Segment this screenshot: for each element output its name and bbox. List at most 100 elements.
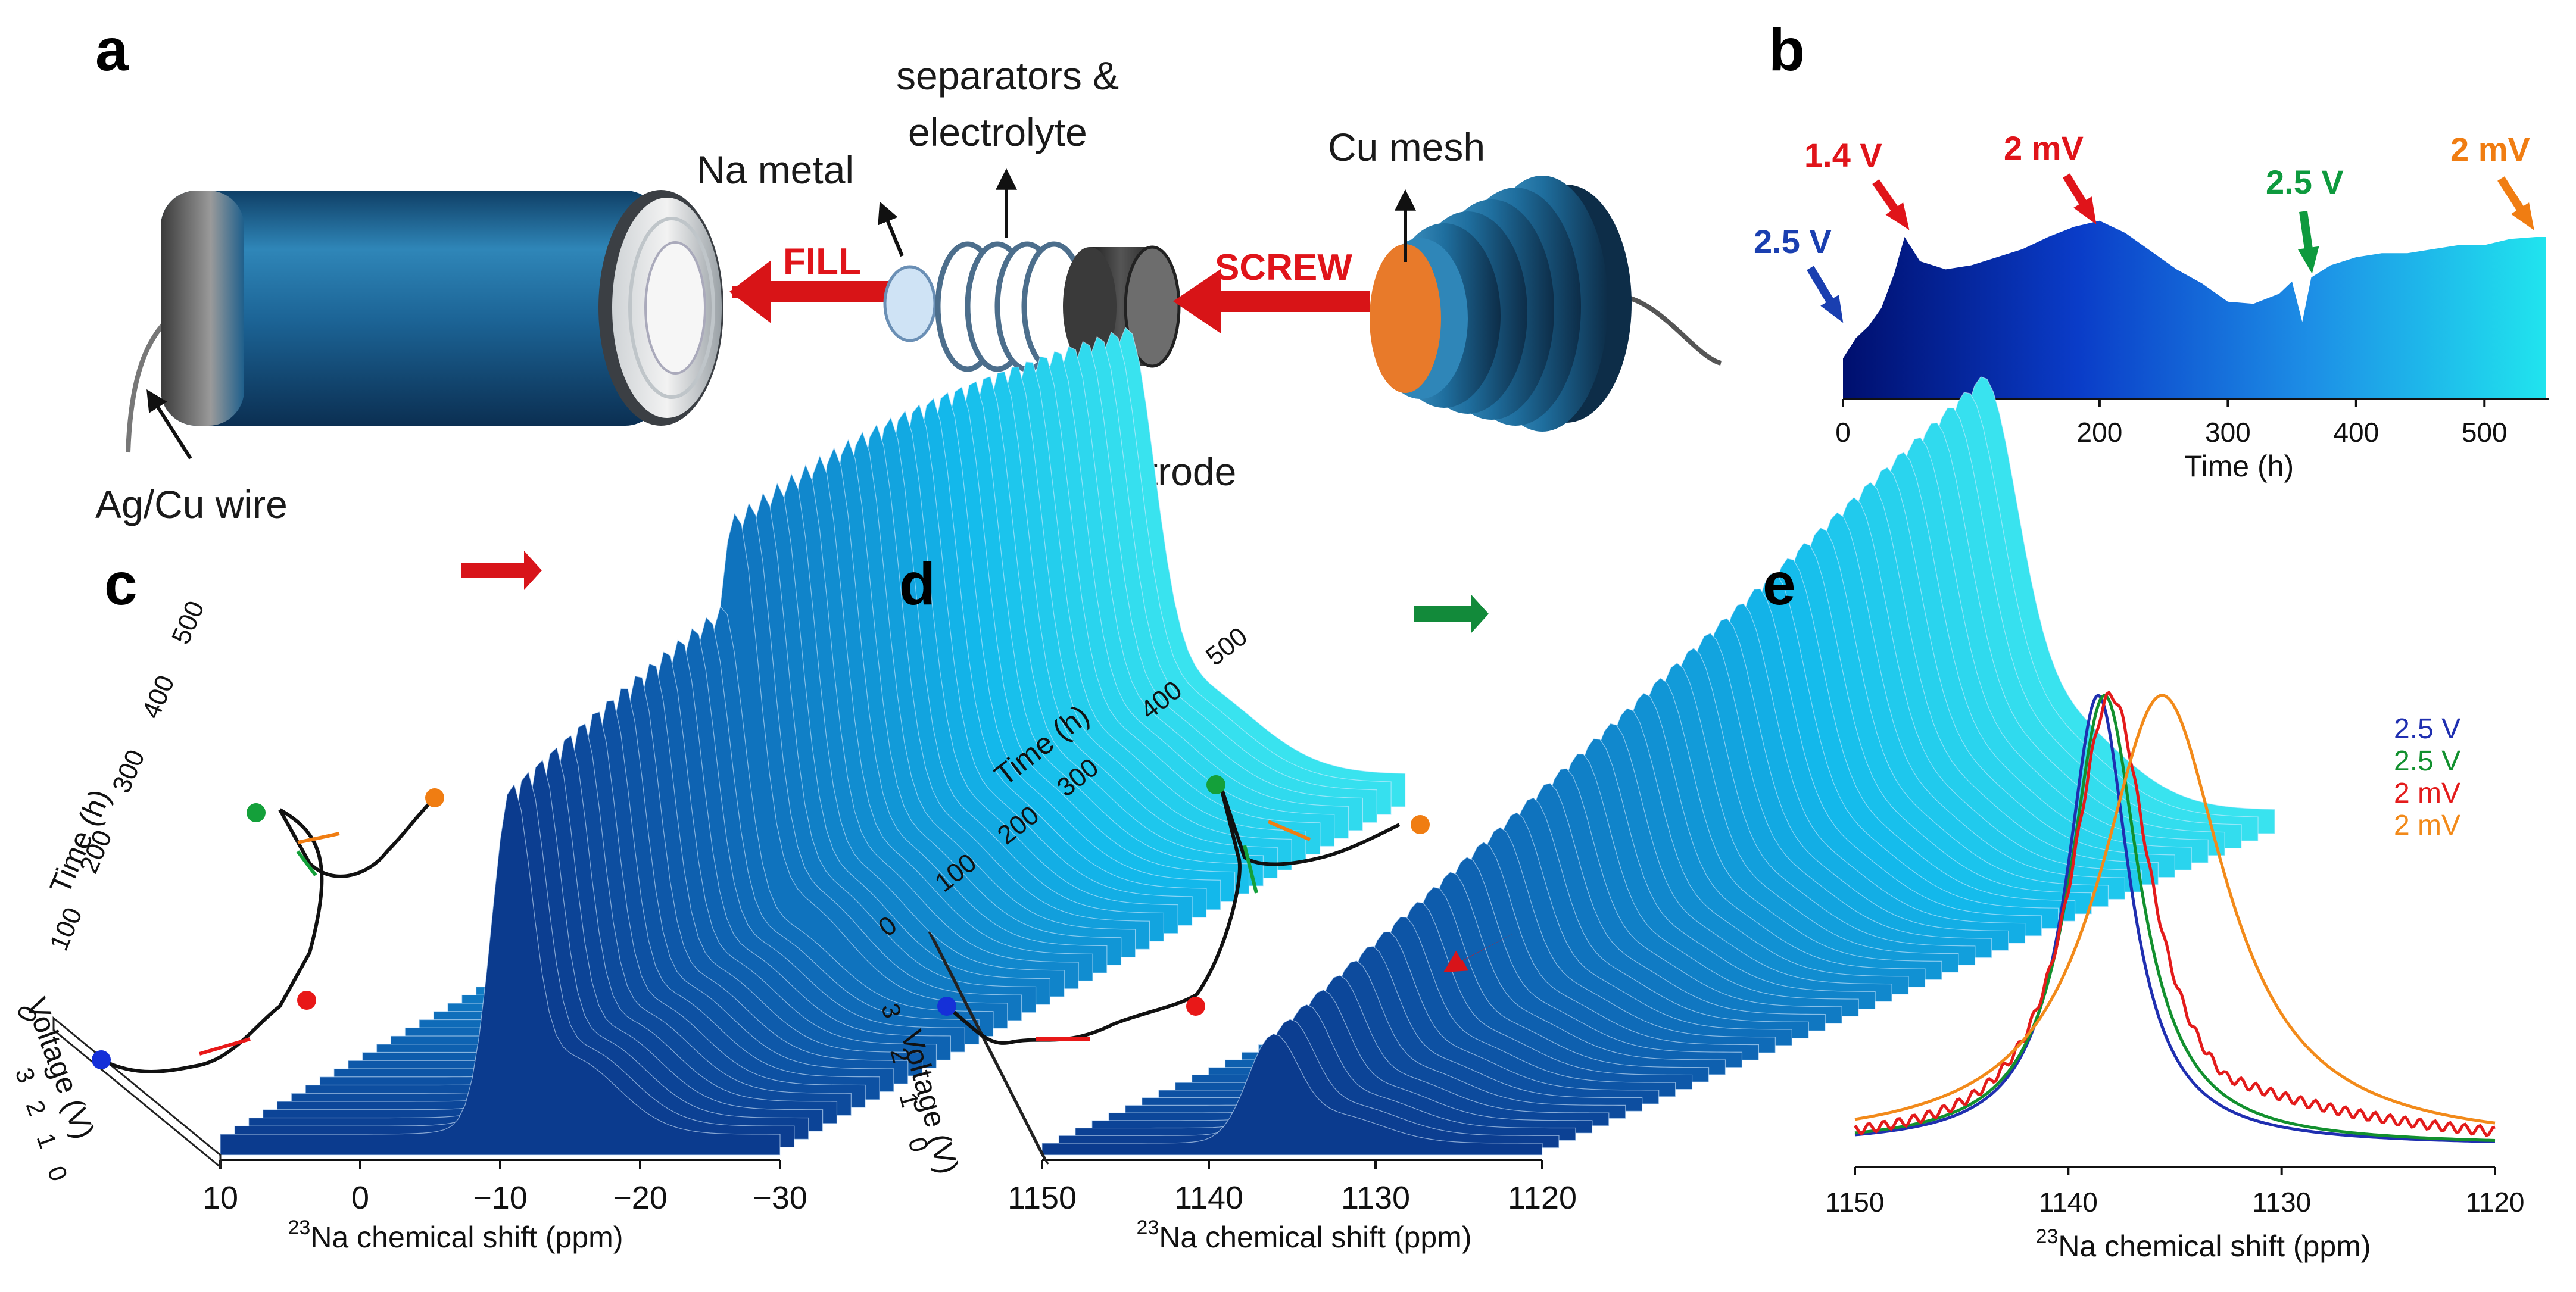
chart-d-green-arrow <box>1414 594 1489 633</box>
waterfall-trace <box>1075 1004 1576 1141</box>
chart-e-xlabel: 23Na chemical shift (ppm) <box>2036 1225 2371 1263</box>
na-metal-pointer <box>878 201 904 257</box>
waterfall-trace <box>1091 989 1593 1134</box>
chart-b-annotation: 2 mV <box>2004 129 2084 167</box>
fill-label: FILL <box>783 241 861 282</box>
waterfall-trace <box>1108 975 1610 1126</box>
cylinder-cell <box>161 190 723 426</box>
waterfall-tick-label: 1140 <box>1174 1180 1243 1216</box>
waterfall-tick-label: 1150 <box>1008 1180 1077 1216</box>
screw-arrow <box>1173 269 1370 333</box>
inset-marker-dot <box>937 997 956 1016</box>
panel-label-d: d <box>899 551 935 617</box>
chart-e-series-line <box>1854 693 2496 1143</box>
inset-marker-dot <box>1206 775 1225 794</box>
chart-b-tick-label: 400 <box>2333 417 2379 448</box>
waterfall-tick-label: 1130 <box>1341 1180 1410 1216</box>
inset-tick-label: 500 <box>1200 622 1253 672</box>
chart-c-voltage-tick: 1 <box>32 1129 63 1152</box>
panel-label-c: c <box>104 551 138 617</box>
inset-frame <box>928 931 1049 1165</box>
chart-d-xlabel: 23Na chemical shift (ppm) <box>1137 1216 1472 1254</box>
separators-label-1: separators & <box>896 54 1119 98</box>
chart-b-tick-label: 300 <box>2205 417 2251 448</box>
chart-e-legend-item: 2.5 V <box>2394 745 2460 777</box>
chart-e-series-line <box>1854 694 2496 1125</box>
chart-e-tick-label: 1140 <box>2039 1187 2098 1218</box>
chart-d-red-arrow <box>1443 932 1516 973</box>
chart-b-arrowhead <box>2510 202 2534 230</box>
inset-marker-dot <box>1411 815 1430 834</box>
inset-marker-dot <box>1186 997 1205 1016</box>
cu-mesh-label: Cu mesh <box>1328 125 1485 169</box>
chart-b-tick-label: 200 <box>2077 417 2123 448</box>
inset-tick-label: 300 <box>107 745 151 797</box>
waterfall-tick-label: −30 <box>753 1180 807 1216</box>
waterfall-trace <box>1158 931 1660 1104</box>
panel-b: b 01002003004005002.5 V1.4 V2 mV2.5 V2 m… <box>1754 17 2549 483</box>
inset-direction-arrow <box>1243 845 1258 894</box>
panel-label-b: b <box>1769 17 1805 83</box>
waterfall-trace <box>1125 960 1626 1119</box>
wire-pointer <box>146 389 192 460</box>
waterfall-trace <box>220 783 781 1156</box>
chart-b: 01002003004005002.5 V1.4 V2 mV2.5 V2 mV <box>1754 129 2549 448</box>
chart-c-voltage-tick: 0 <box>42 1162 73 1185</box>
chart-e-series-line <box>1853 690 2496 1137</box>
chart-c-voltage-tick: 2 <box>21 1097 52 1119</box>
chart-e-legend-item: 2.5 V <box>2394 713 2460 745</box>
chart-c-xlabel: 23Na chemical shift (ppm) <box>288 1216 623 1254</box>
inset-marker-dot <box>247 803 266 822</box>
screw-label: SCREW <box>1215 247 1352 288</box>
chart-e-legend-item: 2 mV <box>2394 778 2460 809</box>
chart-b-annotation: 2.5 V <box>1754 223 1832 260</box>
panel-a: a Ag/Cu wire FILL Na metal <box>95 17 1722 526</box>
waterfall-tick-label: −20 <box>613 1180 668 1216</box>
chart-b-arrowhead <box>1885 202 1910 230</box>
chart-b-area <box>1843 220 2546 399</box>
inset-tick-label: 400 <box>136 671 180 723</box>
inset-tick-label: 100 <box>44 903 88 955</box>
waterfall-tick-label: 0 <box>351 1180 369 1216</box>
inset-tick-label: 500 <box>166 597 210 648</box>
waterfall-trace <box>1142 945 1643 1112</box>
waterfall-tick-label: −10 <box>473 1180 528 1216</box>
chart-c-red-arrow <box>461 551 542 590</box>
waterfall-tick-label: 1120 <box>1508 1180 1577 1216</box>
chart-b-annotation: 2 mV <box>2450 130 2530 168</box>
inset-direction-arrow <box>296 850 317 876</box>
chart-b-annotation: 1.4 V <box>1804 136 1882 174</box>
waterfall-trace <box>1041 1033 1543 1156</box>
chart-b-tick-label: 500 <box>2462 417 2508 448</box>
inset-voltage-curve <box>946 785 1401 1045</box>
chart-b-tick-label: 0 <box>1835 417 1851 448</box>
chart-e-series-line <box>1854 693 2496 1142</box>
mesh-wire <box>1627 295 1722 366</box>
chart-e-tick-label: 1150 <box>1826 1187 1885 1218</box>
inset-marker-dot <box>92 1050 111 1069</box>
chart-b-arrowhead <box>2073 196 2097 225</box>
cu-mesh-stack <box>1370 176 1632 432</box>
chart-e-tick-label: 1120 <box>2466 1187 2525 1218</box>
chart-b-xlabel: Time (h) <box>2184 450 2294 483</box>
waterfall-trace <box>1058 1019 1560 1149</box>
inset-frame <box>52 1016 222 1169</box>
chart-b-annotation: 2.5 V <box>2266 163 2344 201</box>
na-metal-disc <box>883 265 937 342</box>
wire-label: Ag/Cu wire <box>95 482 288 526</box>
chart-e-tick-label: 1130 <box>2252 1187 2311 1218</box>
na-metal-label: Na metal <box>697 148 854 192</box>
inset-direction-arrow <box>199 1037 251 1056</box>
chart-b-arrowhead <box>2297 246 2319 274</box>
inset-direction-arrow <box>297 832 340 844</box>
chart-b-arrowhead <box>1820 295 1844 323</box>
panel-label-a: a <box>95 17 129 83</box>
inset-marker-dot <box>425 788 444 807</box>
chart-c-voltage-tick: 3 <box>10 1064 41 1087</box>
